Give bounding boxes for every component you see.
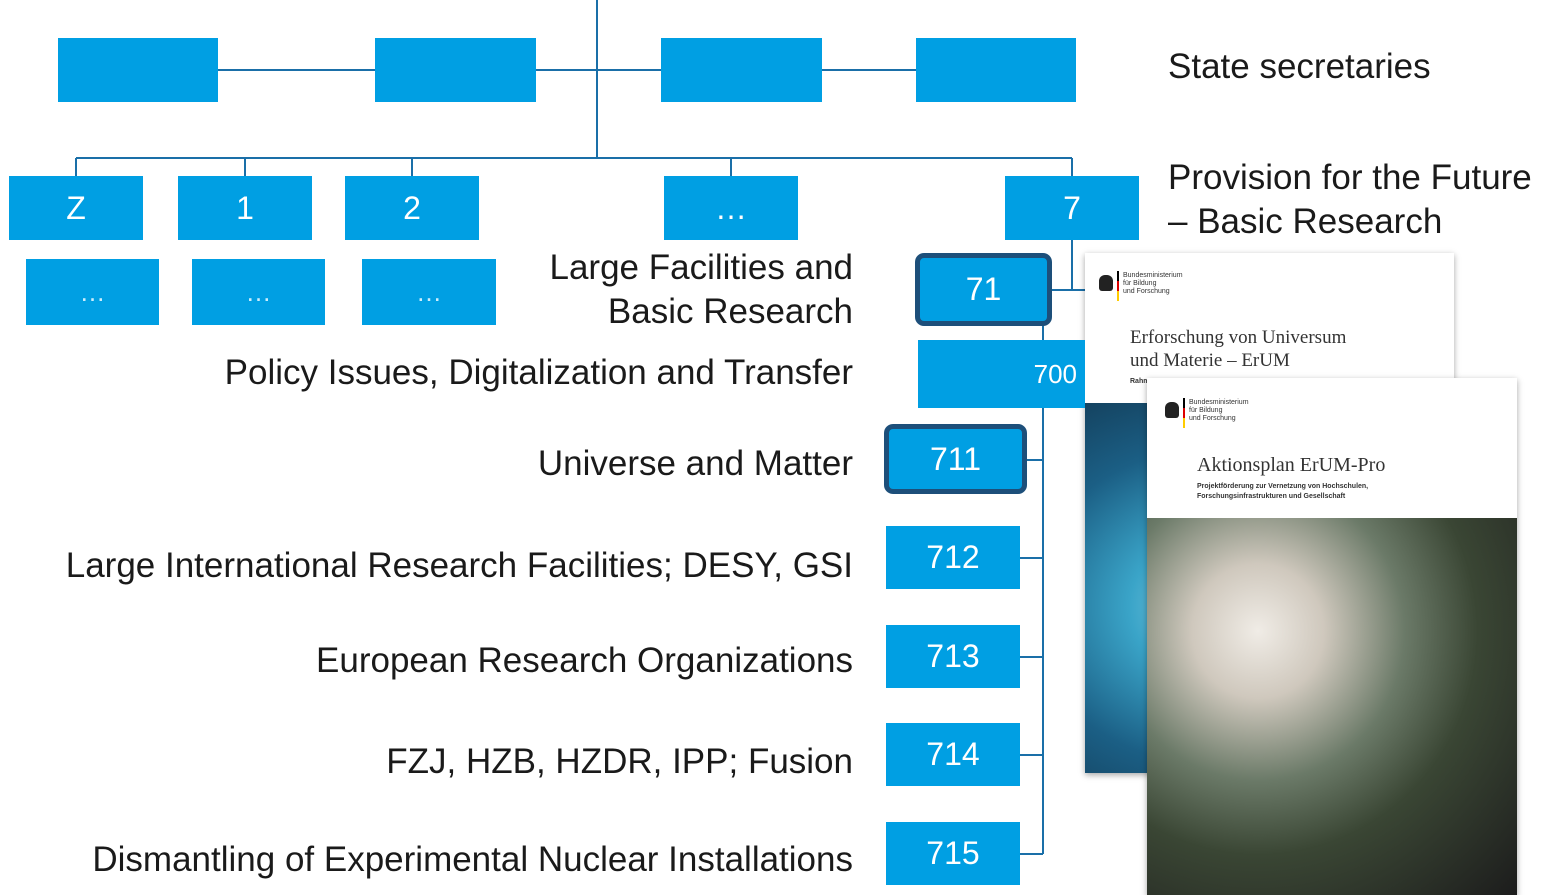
- department-7-label: Provision for the Future – Basic Researc…: [1168, 158, 1532, 241]
- erum-cover-ministry: Bundesministerium für Bildung und Forsch…: [1123, 272, 1183, 295]
- department-box-7: 7: [1005, 176, 1139, 240]
- erum-pro-cover-photo: [1147, 518, 1517, 895]
- unit-715-label: Dismantling of Experimental Nuclear Inst…: [92, 840, 853, 879]
- erum-pro-cover: Bundesministerium für Bildung und Forsch…: [1147, 378, 1517, 895]
- erum-pro-cover-ministry: Bundesministerium für Bildung und Forsch…: [1189, 399, 1249, 422]
- subdepartment-71-label-2: Basic Research: [607, 292, 853, 331]
- unit-713-label: European Research Organizations: [316, 641, 853, 680]
- unit-box-712: 712: [886, 526, 1020, 589]
- erum-pro-cover-subtitle-2: Forschungsinfrastrukturen und Gesellscha…: [1197, 493, 1346, 500]
- erum-pro-cover-title: Aktionsplan ErUM-Pro: [1197, 454, 1386, 476]
- erum-pro-cover-subtitle-1: Projektförderung zur Vernetzung von Hoch…: [1197, 483, 1369, 490]
- state-secretary-box-2: [375, 38, 536, 102]
- unit-700-label: Policy Issues, Digitalization and Transf…: [224, 353, 853, 392]
- unit-box-715: 715: [886, 822, 1020, 885]
- department-box-more: …: [664, 176, 798, 240]
- unit-box-714: 714: [886, 723, 1020, 786]
- eagle-icon: [1099, 275, 1113, 291]
- state-secretary-box-3: [661, 38, 822, 102]
- department-box-z: Z: [9, 176, 143, 240]
- unit-714-label: FZJ, HZB, HZDR, IPP; Fusion: [386, 742, 853, 781]
- department-2-sub-box: …: [362, 259, 496, 325]
- department-z-sub-box: …: [26, 259, 159, 325]
- erum-cover-title-1: Erforschung von Universum: [1130, 327, 1347, 348]
- unit-box-700: 700: [918, 340, 1085, 408]
- unit-711-label: Universe and Matter: [537, 444, 853, 483]
- unit-box-713: 713: [886, 625, 1020, 688]
- department-box-1: 1: [178, 176, 312, 240]
- eagle-icon: [1165, 402, 1179, 418]
- subdepartment-box-71: 71: [915, 253, 1052, 326]
- state-secretaries-label: State secretaries: [1168, 47, 1431, 86]
- state-secretary-box-4: [916, 38, 1076, 102]
- subdepartment-71-label-1: Large Facilities and: [549, 248, 854, 287]
- department-1-sub-box: …: [192, 259, 325, 325]
- erum-pro-cover-header: Bundesministerium für Bildung und Forsch…: [1147, 378, 1517, 518]
- unit-712-label: Large International Research Facilities;…: [65, 546, 853, 585]
- erum-cover-subtitle: Rahm: [1130, 378, 1150, 385]
- unit-box-711: 711: [884, 424, 1027, 494]
- department-box-2: 2: [345, 176, 479, 240]
- erum-cover-title-2: und Materie – ErUM: [1130, 350, 1290, 371]
- state-secretary-box-1: [58, 38, 218, 102]
